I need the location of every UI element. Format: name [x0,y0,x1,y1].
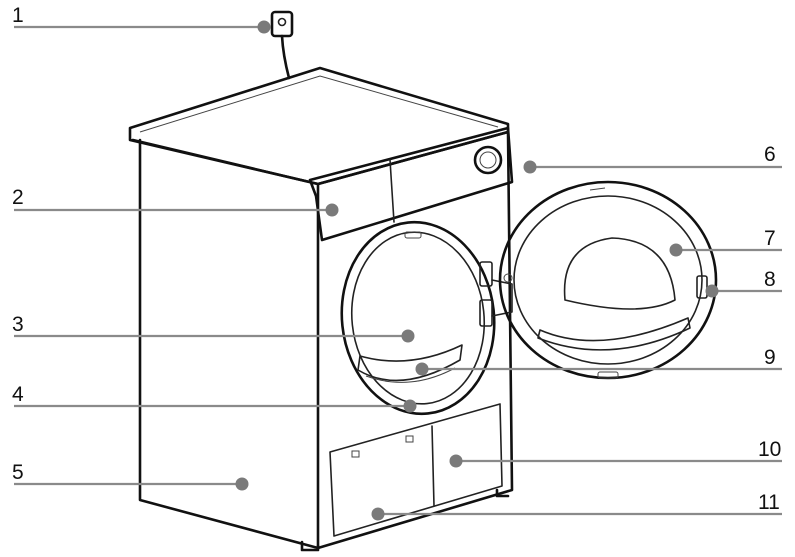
open-door [498,180,718,380]
leader-dot-1 [257,20,271,34]
side-panel [131,138,320,550]
door-hinge [479,261,513,327]
leader-dot-8 [705,284,719,298]
leader-dot-3 [401,329,415,343]
power-plug-icon [270,10,294,80]
callout-numbers: 1 2 3 4 5 6 7 8 9 10 11 [12,4,781,514]
callout-number-3: 3 [12,313,24,336]
callout-number-2: 2 [12,186,24,209]
callout-number-8: 8 [764,268,776,291]
callout-number-9: 9 [764,346,776,369]
leader-dot-2 [325,203,339,217]
leader-dot-5 [235,477,249,491]
leader-dot-4 [403,399,417,413]
leader-dot-7 [669,243,683,257]
leader-dot-6 [523,160,537,174]
control-panel [308,126,514,242]
callout-number-4: 4 [12,383,24,406]
drum-opening [340,220,496,416]
callout-number-10: 10 [758,438,781,461]
callout-number-1: 1 [12,4,24,27]
callout-number-5: 5 [12,461,24,484]
callout-leaders [14,20,782,521]
program-dial-icon [473,145,503,175]
callout-number-6: 6 [764,143,776,166]
front-panel [316,130,514,550]
top-panel [128,66,510,186]
leader-dot-9 [415,362,429,376]
leader-dot-11 [371,507,385,521]
callout-number-11: 11 [758,491,780,514]
lower-front-covers [329,403,503,537]
leader-dot-10 [449,454,463,468]
callout-number-7: 7 [764,227,776,250]
dryer-illustration [128,10,718,552]
